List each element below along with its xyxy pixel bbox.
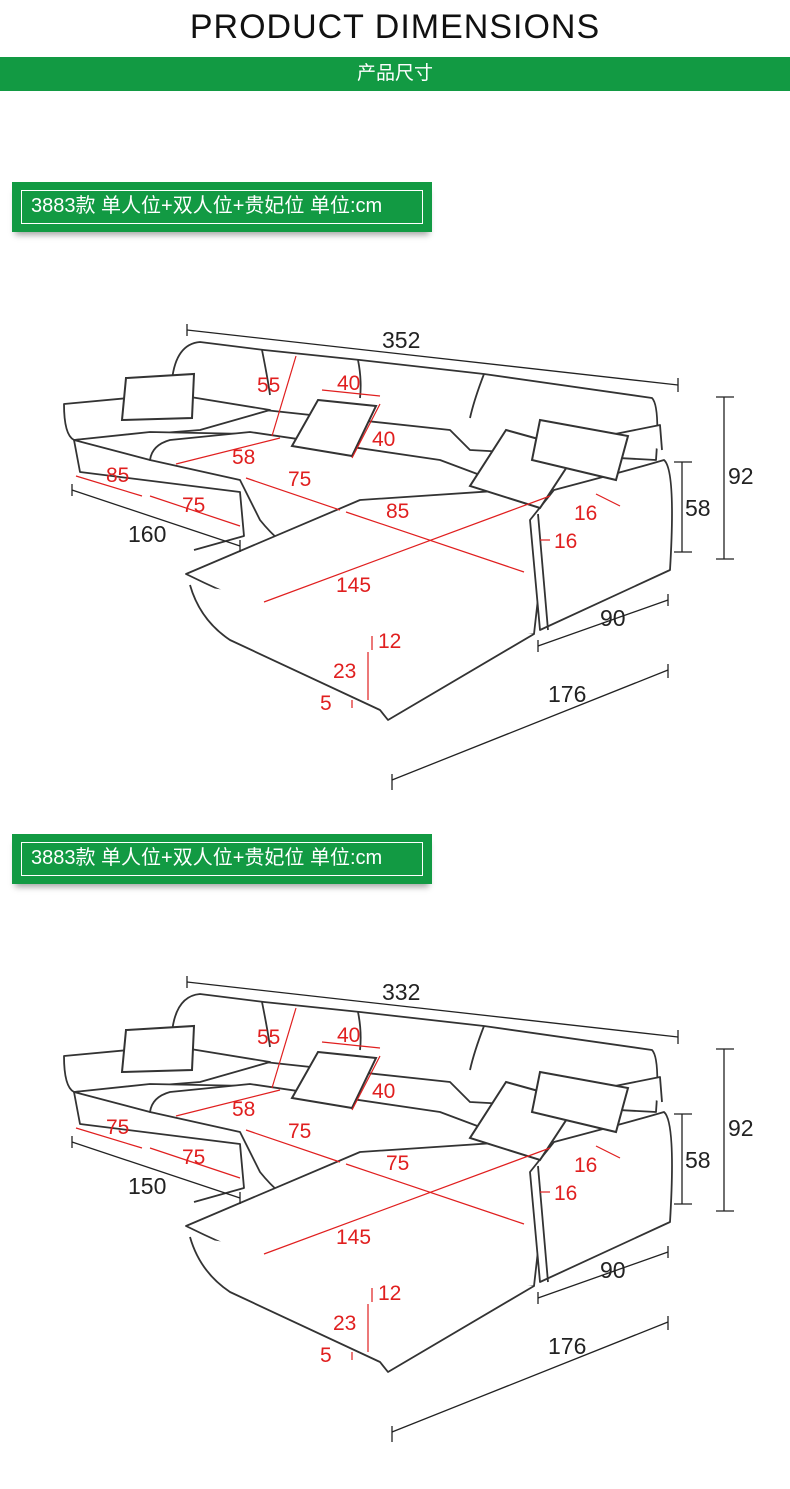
pillow-back-right xyxy=(530,1070,630,1134)
pillow-center xyxy=(290,1050,378,1110)
dim-seat-width-left: 75 xyxy=(106,1116,129,1139)
section-1-label-text: 3883款 单人位+双人位+贵妃位 单位:cm xyxy=(21,190,423,224)
dim-back-height: 55 xyxy=(257,374,280,397)
dim-chaise-length: 145 xyxy=(336,1226,371,1249)
section-1-label: 3883款 单人位+双人位+贵妃位 单位:cm xyxy=(12,182,432,232)
dim-chaise-total-depth: 176 xyxy=(548,1333,586,1359)
dim-cushion-h: 12 xyxy=(378,630,401,653)
dimension-labels: 332 92 58 150 90 176 55 40 40 58 75 75 7… xyxy=(106,979,754,1367)
pillows xyxy=(120,372,630,510)
dim-chaise-height: 58 xyxy=(685,495,711,521)
dim-seat-depth: 58 xyxy=(232,1098,255,1121)
page-title: PRODUCT DIMENSIONS xyxy=(189,8,601,46)
sofa-diagram-2: 332 92 58 150 90 176 55 40 40 58 75 75 7… xyxy=(63,976,754,1442)
section-2-label-text: 3883款 单人位+双人位+贵妃位 单位:cm xyxy=(21,842,423,876)
dim-base-width-mid: 75 xyxy=(182,494,205,517)
subtitle-text: 产品尺寸 xyxy=(356,63,433,84)
dim-height: 92 xyxy=(728,1115,754,1141)
dim-base-h: 23 xyxy=(333,660,356,683)
dim-pillow-w: 40 xyxy=(337,372,360,395)
dim-armrest-w: 16 xyxy=(574,1154,597,1177)
dim-leg-h: 5 xyxy=(320,1344,332,1367)
dim-chaise-total-depth: 176 xyxy=(548,681,586,707)
dim-chaise-height: 58 xyxy=(685,1147,711,1173)
dim-left-length: 160 xyxy=(128,521,166,547)
pillows xyxy=(120,1024,630,1162)
dim-pillow-h: 40 xyxy=(372,1080,395,1103)
dimension-lines-black xyxy=(71,976,734,1442)
dimension-lines-red xyxy=(75,355,621,708)
pillow-left xyxy=(120,1024,196,1074)
dim-left-length: 150 xyxy=(128,1173,166,1199)
sofa-diagram-1: 352 92 58 160 90 176 55 40 40 58 75 85 7… xyxy=(63,324,754,790)
dimension-lines-black xyxy=(71,324,734,790)
dim-chaise-width: 85 xyxy=(386,500,409,523)
dim-base-width-mid: 75 xyxy=(182,1146,205,1169)
dim-base-h: 23 xyxy=(333,1312,356,1335)
dim-armrest-h: 16 xyxy=(554,1182,577,1205)
dimension-labels: 352 92 58 160 90 176 55 40 40 58 75 85 7… xyxy=(106,327,754,715)
dim-depth: 90 xyxy=(600,605,626,631)
dim-height: 92 xyxy=(728,463,754,489)
dim-total-length: 332 xyxy=(382,979,420,1005)
dim-cushion-h: 12 xyxy=(378,1282,401,1305)
dim-seat-depth: 58 xyxy=(232,446,255,469)
subtitle-band: 产品尺寸 xyxy=(0,57,790,91)
dim-chaise-length: 145 xyxy=(336,574,371,597)
dim-pillow-w: 40 xyxy=(337,1024,360,1047)
dim-back-height: 55 xyxy=(257,1026,280,1049)
dim-seat-width-mid: 75 xyxy=(288,468,311,491)
dim-armrest-h: 16 xyxy=(554,530,577,553)
dim-depth: 90 xyxy=(600,1257,626,1283)
pillow-center xyxy=(290,398,378,458)
pillow-left xyxy=(120,372,196,422)
section-2-label: 3883款 单人位+双人位+贵妃位 单位:cm xyxy=(12,834,432,884)
dim-seat-width-mid: 75 xyxy=(288,1120,311,1143)
dim-leg-h: 5 xyxy=(320,692,332,715)
dim-pillow-h: 40 xyxy=(372,428,395,451)
dim-chaise-width: 75 xyxy=(386,1152,409,1175)
pillow-back-right xyxy=(530,418,630,482)
dim-total-length: 352 xyxy=(382,327,420,353)
dim-seat-width-left: 85 xyxy=(106,464,129,487)
dim-armrest-w: 16 xyxy=(574,502,597,525)
dimension-lines-red xyxy=(75,1007,621,1360)
